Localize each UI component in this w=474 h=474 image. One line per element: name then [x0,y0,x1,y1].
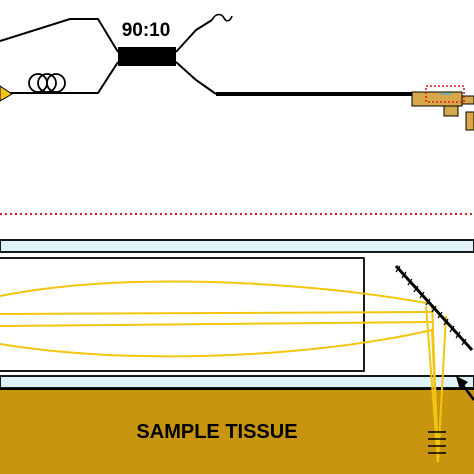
coupler-block [118,47,176,66]
sample-tissue-label: SAMPLE TISSUE [136,421,297,443]
light-beam [0,280,447,463]
probe-tip [443,105,459,117]
fiber-coil-icon [28,73,66,93]
probe-head [411,85,474,131]
sample-tissue [0,389,474,474]
fiber-interferometer [0,18,217,95]
probe-mount-lower [465,111,474,131]
probe-channel [0,239,474,389]
fiber-reference-arm [175,19,213,53]
probe-body [411,91,463,107]
lens-housing [0,257,365,372]
rotation-arrow-icon [456,376,474,401]
angled-mirror [394,264,474,352]
fiber-termination-icon [211,13,233,22]
fiber-lower-input [8,61,119,94]
coupler-ratio-label: 90:10 [122,20,171,41]
focal-point-marks [428,431,446,454]
fiber-sample-arm [175,61,217,95]
probe-highlight-box [425,85,465,103]
fiber-upper-input [0,18,119,53]
light-source-icon [0,85,13,102]
probe-mount [461,95,474,105]
